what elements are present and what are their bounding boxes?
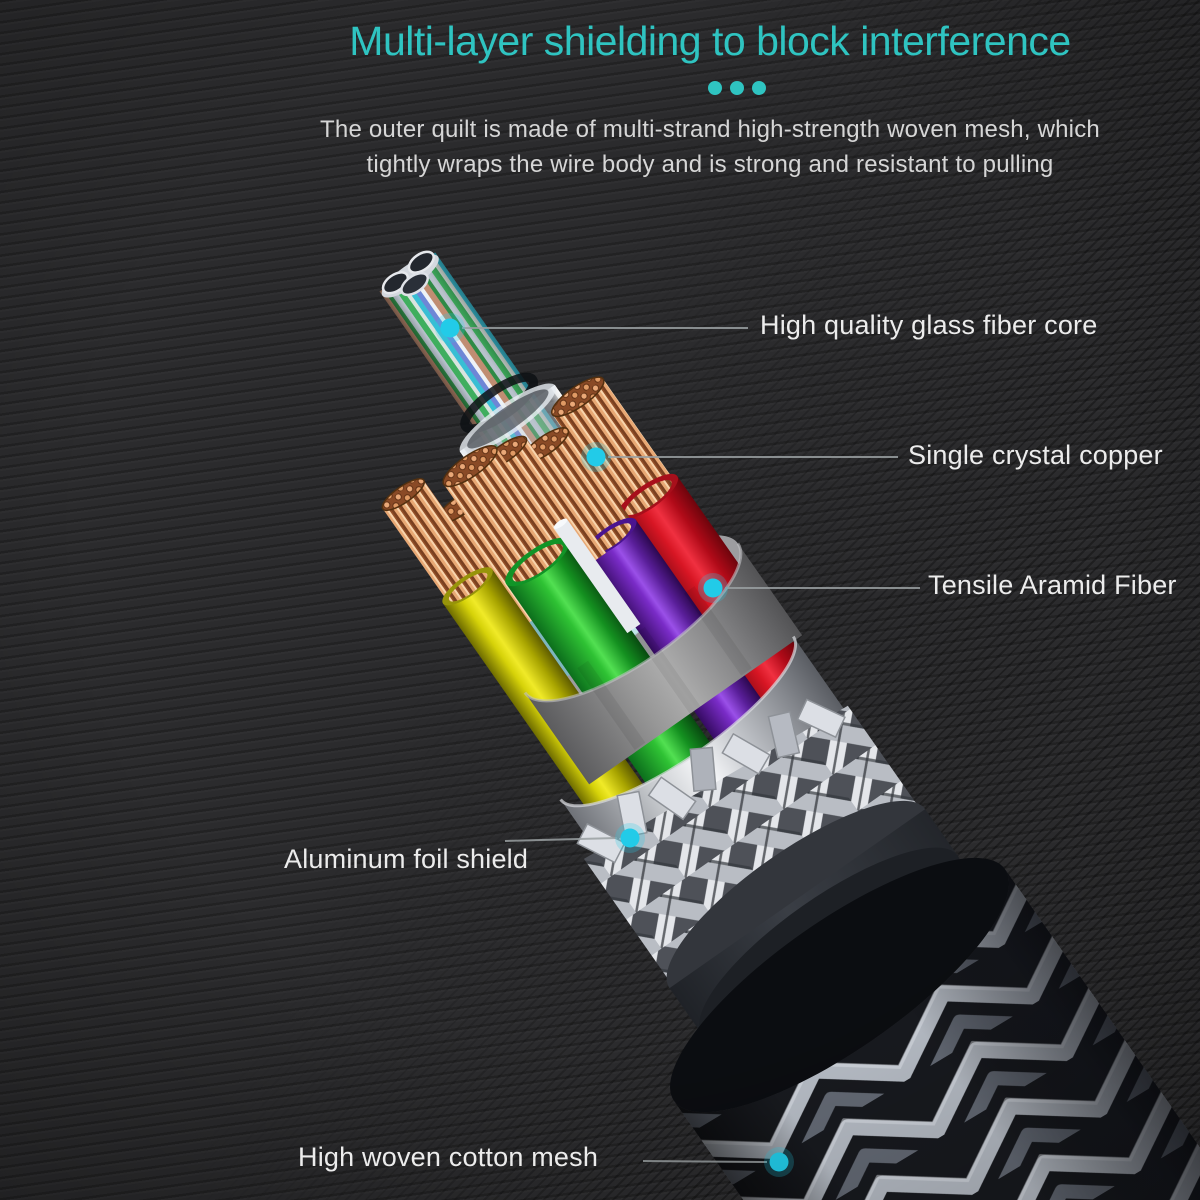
callout-label-tensile-aramid-fiber: Tensile Aramid Fiber [928,570,1177,600]
callout-dot-aramid [698,573,728,603]
title-accent-dot [708,81,722,95]
callout-dots [435,313,794,1177]
callout-label-glass-fiber-core: High quality glass fiber core [760,310,1098,340]
leader-line-aluminum-foil [504,837,618,842]
page-title: Multi-layer shielding to block interfere… [349,18,1071,64]
tensile-aramid-fiber-layer [523,542,803,785]
callout-label-aluminum-foil-shield: Aluminum foil shield [284,844,529,874]
callout-dot-glass-fiber [435,313,465,343]
subtitle-line-1: The outer quilt is made of multi-strand … [320,116,1100,143]
callout-label-single-crystal-copper: Single crystal copper [908,440,1163,470]
callout-dot-cotton-mesh [764,1147,794,1177]
subtitle-line-2: tightly wraps the wire body and is stron… [366,151,1054,178]
cotton-mesh-jacket-layer [670,857,1200,1200]
page-subtitle: The outer quilt is made of multi-strand … [210,112,1200,182]
title-accent-dots [708,81,766,95]
callout-label-high-woven-cotton-mesh: High woven cotton mesh [298,1142,599,1172]
braided-shield-layer [576,698,922,986]
callout-dot-copper [581,442,611,472]
callout-dot-aluminum-foil [615,823,645,853]
title-accent-dot [752,81,766,95]
title-accent-dot [730,81,744,95]
leader-line-cotton-mesh [642,1160,768,1163]
callout-leader-lines [462,327,920,1163]
